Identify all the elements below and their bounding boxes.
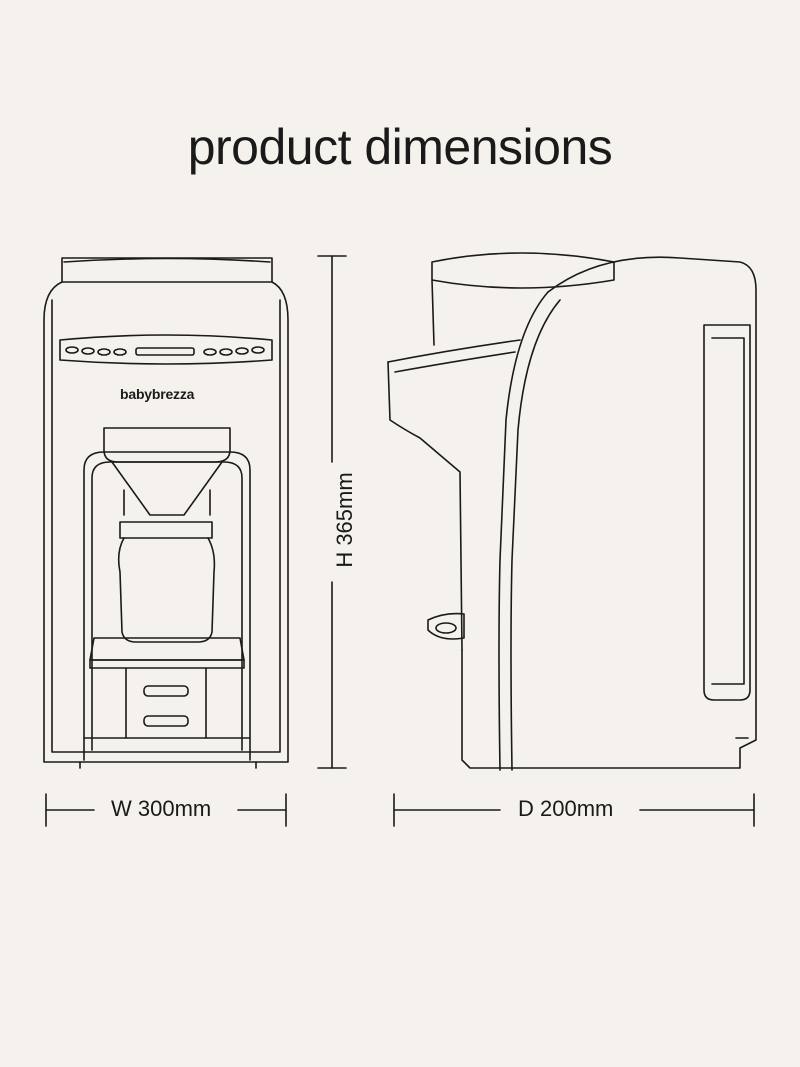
width-dimension-line — [45, 793, 287, 827]
width-label: W 300mm — [105, 796, 218, 822]
height-label: H 365mm — [332, 466, 358, 574]
front-view — [43, 257, 289, 769]
depth-dimension-line — [393, 793, 755, 827]
height-dimension-line — [317, 255, 347, 769]
control-buttons — [65, 346, 265, 356]
brand-logo-text: babybrezza — [120, 386, 195, 402]
side-view — [387, 252, 757, 771]
depth-label: D 200mm — [512, 796, 620, 822]
page-title: product dimensions — [187, 119, 613, 175]
